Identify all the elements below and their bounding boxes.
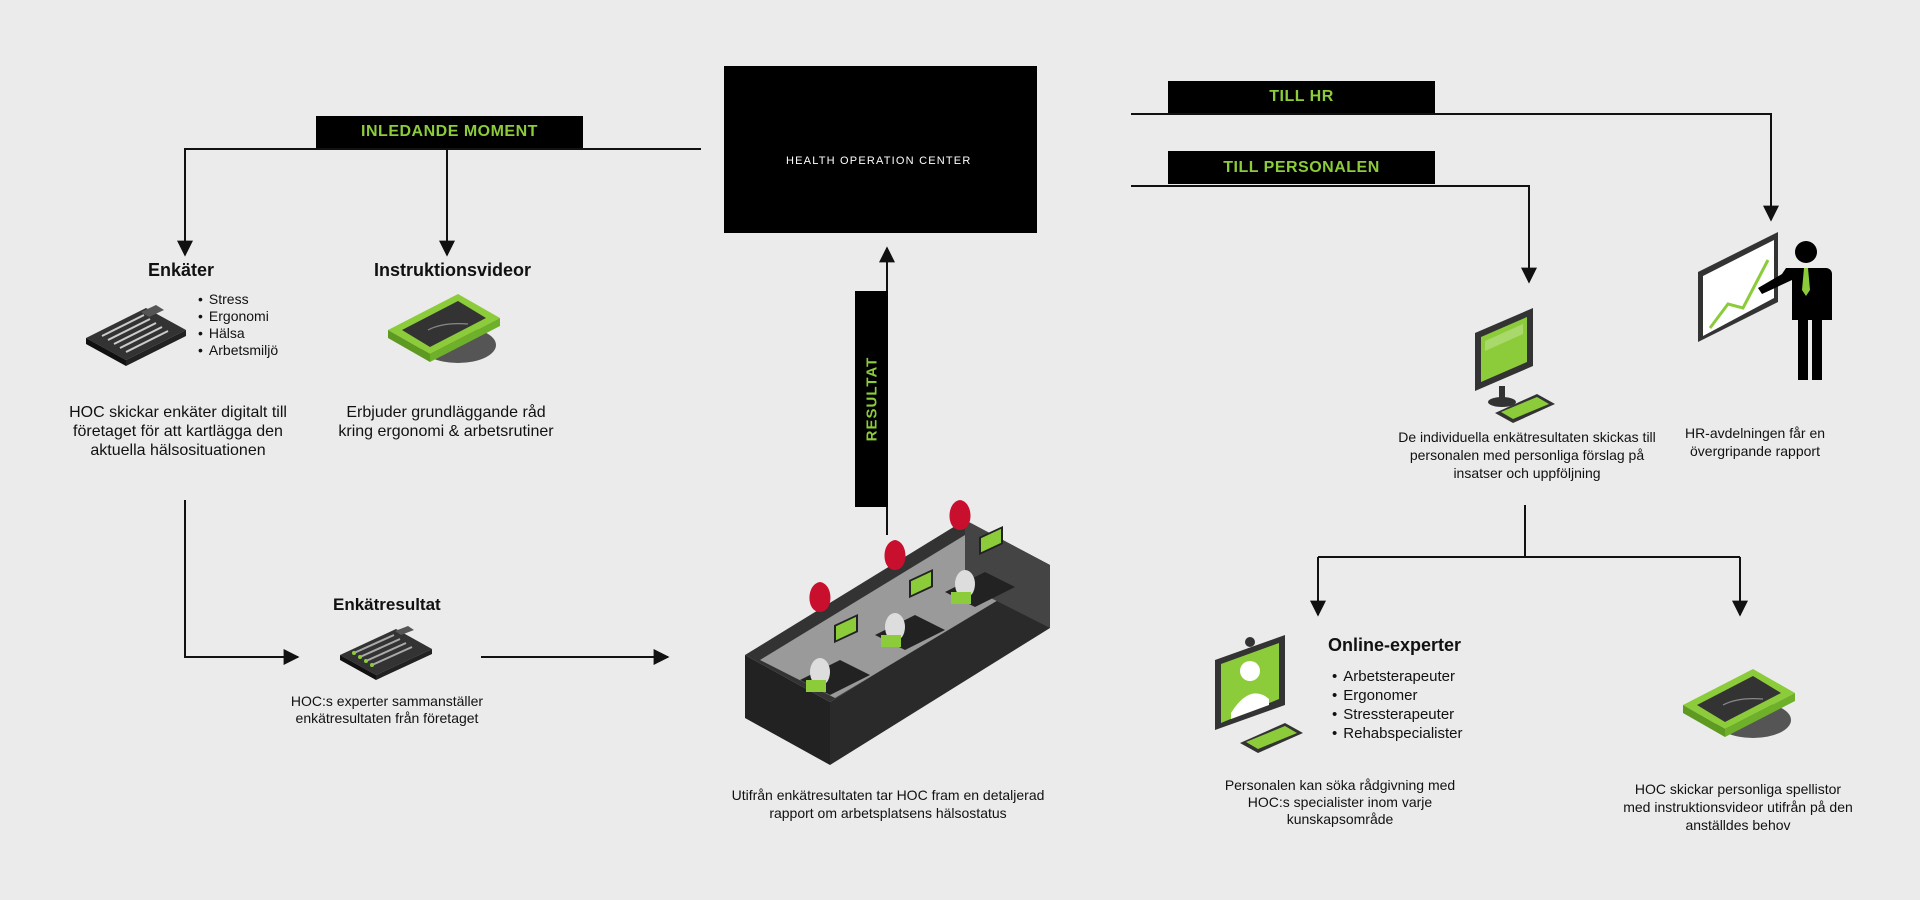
instruktionsvideor-title: Instruktionsvideor	[374, 260, 532, 280]
office-room-illustration	[745, 500, 1050, 765]
enkater-bullet-list: Stress Ergonomi Hälsa Arbetsmiljö	[198, 291, 278, 359]
online-experter-title: Online-experter	[1328, 635, 1462, 655]
presenter-icon	[1698, 232, 1832, 380]
list-item: Arbetsmiljö	[198, 342, 278, 359]
instruktionsvideor-description: Erbjuder grundläggande råd kring ergonom…	[338, 404, 554, 440]
list-item: Ergonomer	[1332, 686, 1463, 705]
enkater-title: Enkäter	[148, 260, 215, 280]
list-item: Arbetsterapeuter	[1332, 667, 1463, 686]
video-tablet-icon	[388, 294, 500, 363]
hoc-logo-box: HEALTH OPERATION CENTER	[724, 66, 1037, 233]
online-experter-description: Personalen kan söka rådgivning med HOC:s…	[1224, 777, 1456, 827]
list-item: Ergonomi	[198, 308, 278, 325]
line-enkat-down	[184, 500, 300, 665]
tag-inledande-moment: INLEDANDE MOMENT	[316, 116, 583, 148]
tag-resultat-label: RESULTAT	[863, 356, 880, 442]
online-experter-bullet-list: Arbetsterapeuter Ergonomer Stressterapeu…	[1332, 667, 1463, 743]
spellistor-description: HOC skickar personliga spellistor med in…	[1623, 781, 1853, 833]
enkater-description: HOC skickar enkäter digitalt till företa…	[69, 404, 287, 459]
rapport-description: Utifrån enkätresultaten tar HOC fram en …	[731, 787, 1045, 821]
line-inledande	[177, 148, 701, 257]
playlist-tablet-icon	[1683, 669, 1795, 738]
line-till-personalen	[1131, 185, 1537, 284]
desk-row	[800, 525, 1015, 695]
tag-till-hr: TILL HR	[1168, 81, 1435, 113]
location-pins	[809, 500, 971, 634]
tag-resultat: RESULTAT	[855, 291, 888, 507]
line-till-hr	[1131, 113, 1779, 222]
video-call-monitor-icon	[1215, 635, 1303, 753]
clipboard-icon	[86, 305, 186, 366]
hoc-logo-text: HEALTH OPERATION CENTER	[786, 155, 972, 167]
results-clipboard-icon	[340, 626, 432, 680]
list-item: Hälsa	[198, 325, 278, 342]
personal-description: De individuella enkätresultaten skickas …	[1398, 429, 1656, 481]
line-split	[1318, 505, 1740, 558]
list-item: Rehabspecialister	[1332, 724, 1462, 743]
computer-icon	[1475, 308, 1555, 423]
list-item: Stressterapeuter	[1332, 705, 1463, 724]
hr-description: HR-avdelningen får en övergripande rappo…	[1684, 425, 1826, 459]
tag-till-personalen: TILL PERSONALEN	[1168, 151, 1435, 184]
enkatresultat-description: HOC:s experter sammanställer enkätresult…	[290, 693, 484, 726]
enkatresultat-title: Enkätresultat	[333, 595, 441, 614]
list-item: Stress	[198, 291, 278, 308]
